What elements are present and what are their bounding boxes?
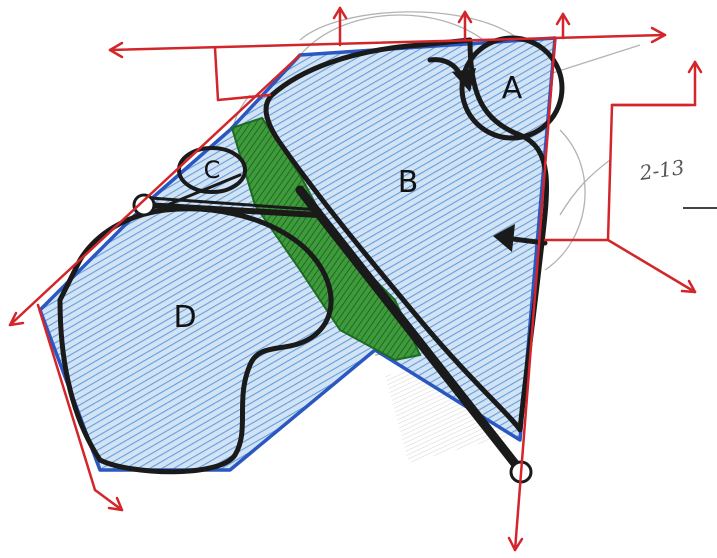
zone-c-label: C [204, 155, 221, 185]
zone-a-label: A [502, 74, 523, 104]
path-node-top [134, 195, 154, 215]
zone-b-label: B [398, 168, 419, 198]
zone-d-label: D [173, 303, 196, 333]
